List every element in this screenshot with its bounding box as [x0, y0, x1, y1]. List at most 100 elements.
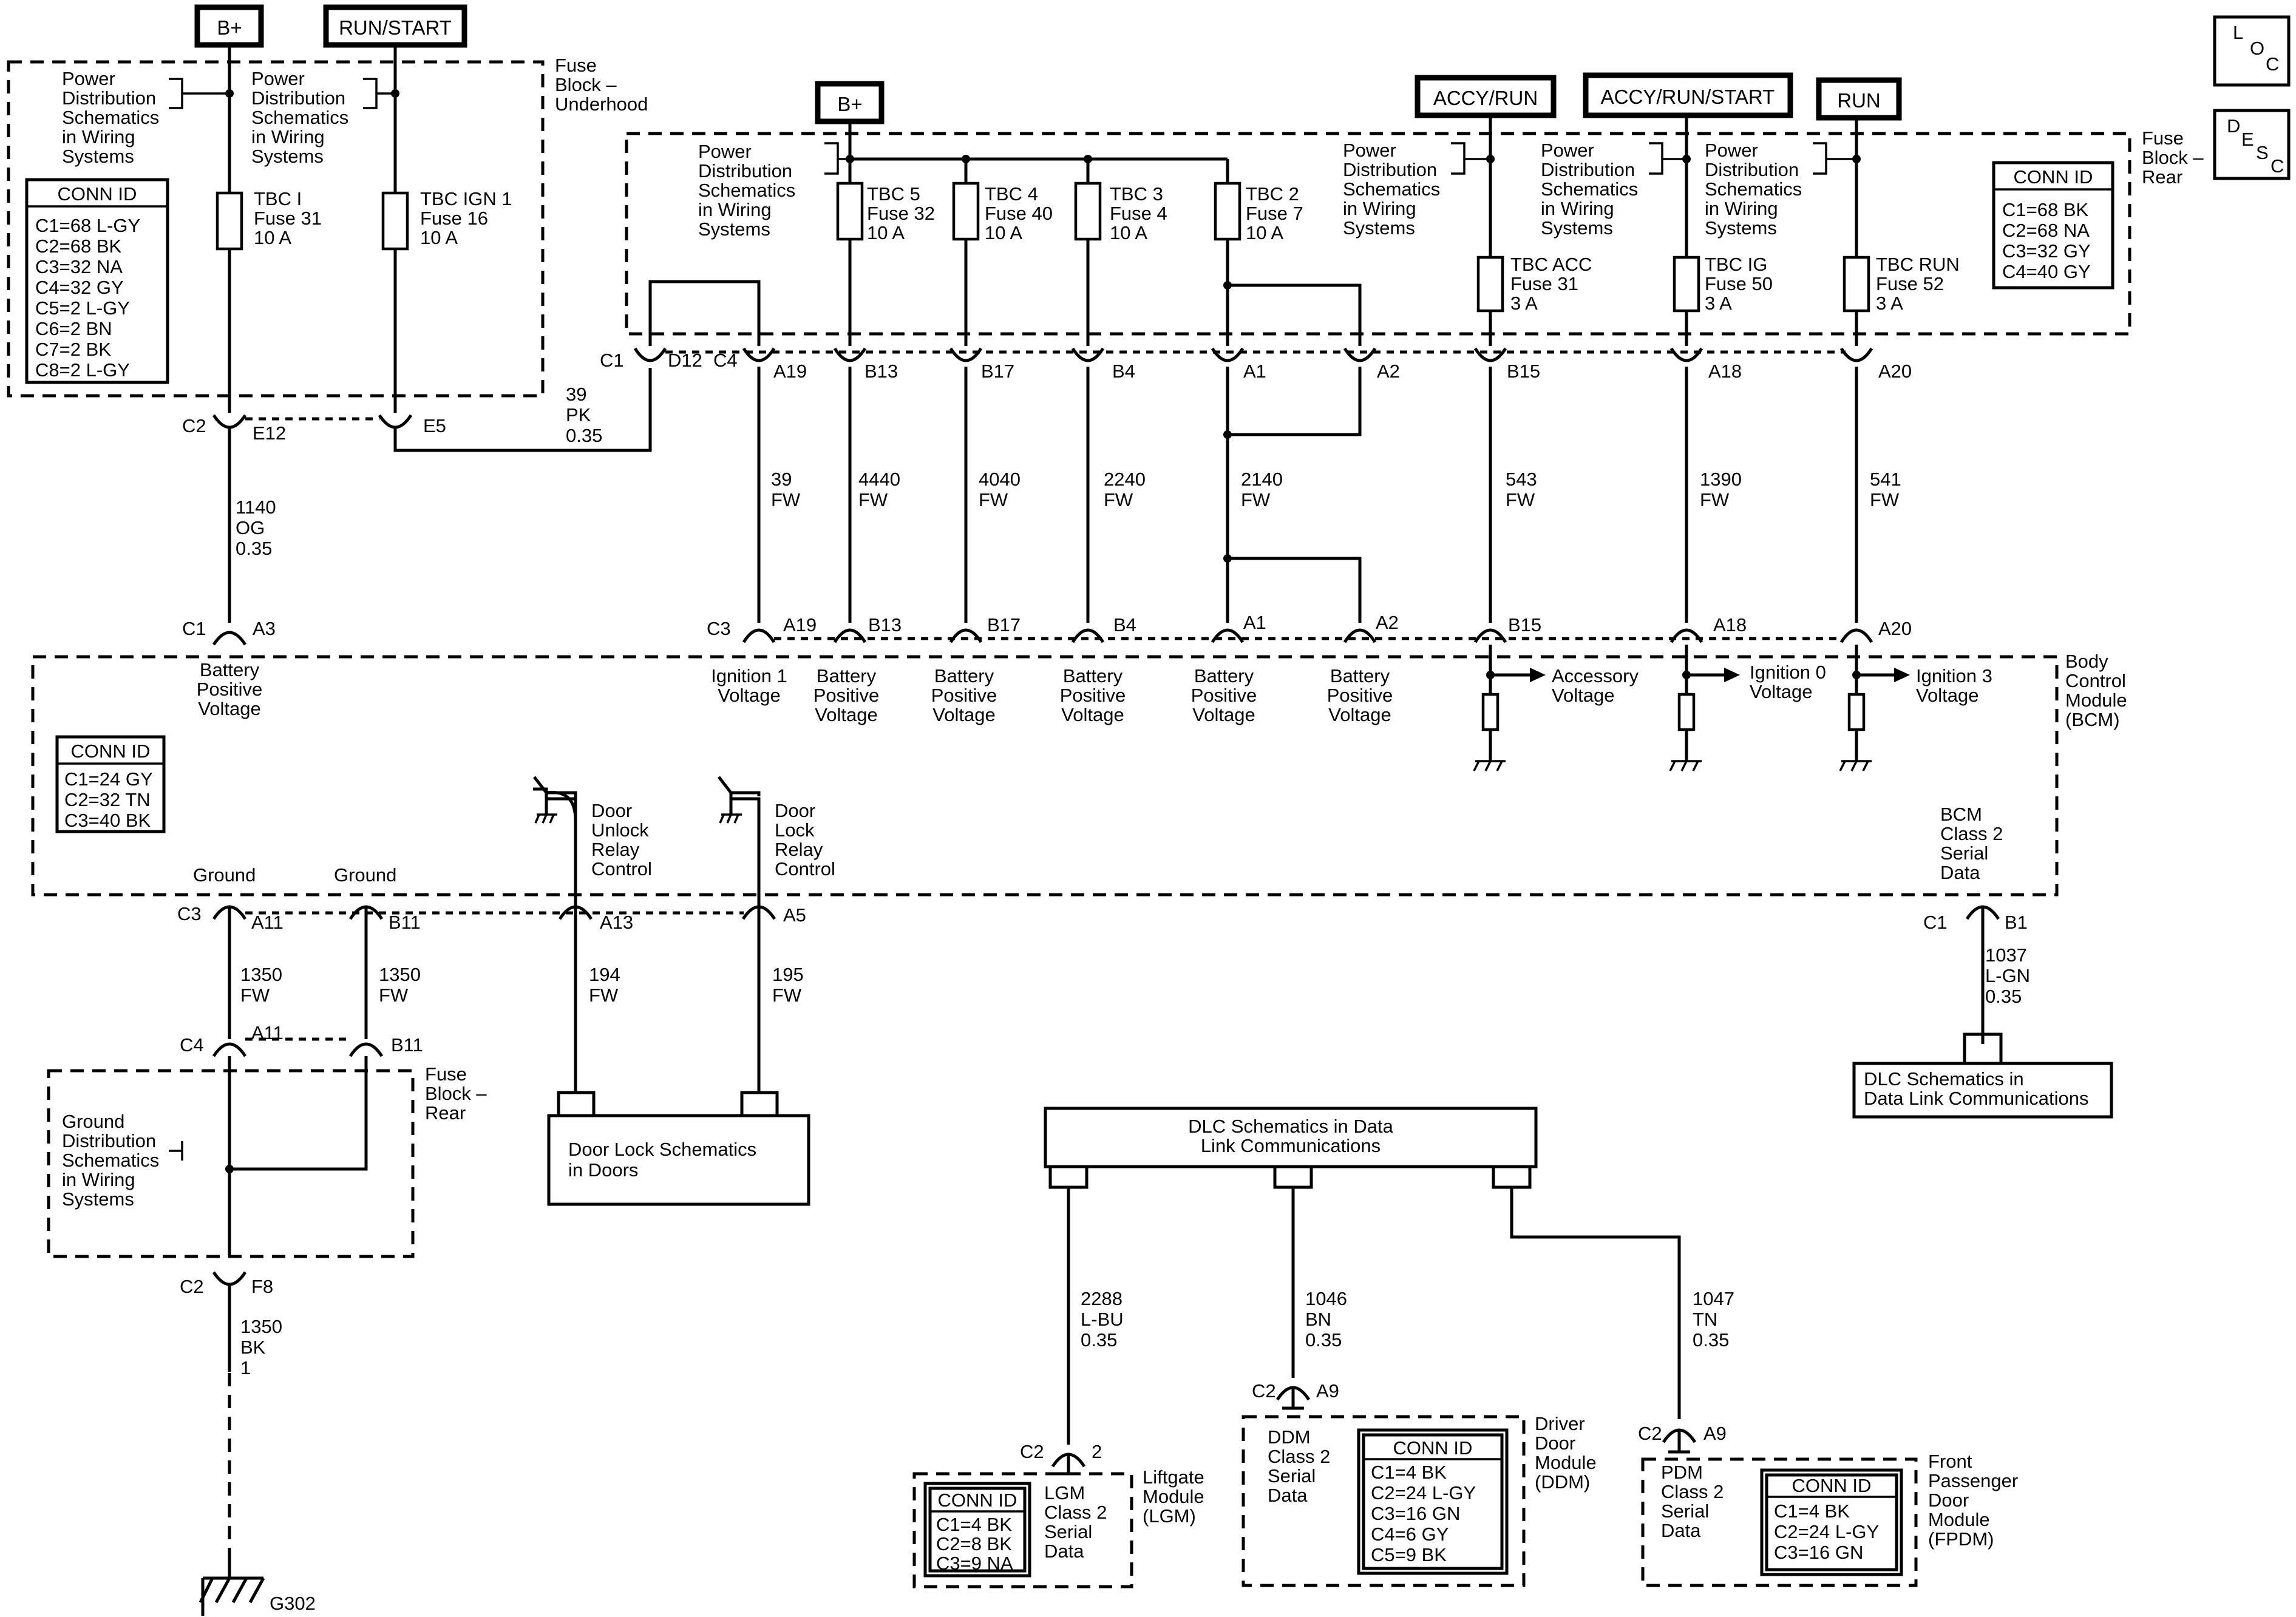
- svg-text:Lock: Lock: [775, 819, 815, 841]
- svg-text:Body: Body: [2065, 651, 2108, 672]
- svg-text:Door: Door: [591, 800, 632, 821]
- svg-text:Schematics: Schematics: [62, 107, 159, 128]
- svg-text:L-BU: L-BU: [1081, 1309, 1124, 1330]
- connector-c4-lower: C4 A11 B11: [180, 1022, 423, 1057]
- svg-text:Unlock: Unlock: [591, 819, 649, 841]
- svg-text:Battery: Battery: [1063, 665, 1123, 686]
- svg-text:Module: Module: [1143, 1486, 1204, 1507]
- svg-text:Voltage: Voltage: [1552, 685, 1614, 706]
- svg-text:C6=2 BN: C6=2 BN: [35, 318, 112, 339]
- svg-text:in Wiring: in Wiring: [1705, 198, 1778, 219]
- svg-text:ACCY/RUN: ACCY/RUN: [1433, 87, 1538, 109]
- svg-text:TBC 5: TBC 5: [867, 183, 920, 205]
- svg-text:Module: Module: [1928, 1509, 1990, 1530]
- svg-text:39: 39: [771, 469, 792, 490]
- svg-text:C4: C4: [713, 350, 738, 371]
- fuse-tbc-ign-1: TBC IGN 1 Fuse 16 10 A: [381, 188, 512, 251]
- svg-text:1350: 1350: [379, 964, 421, 985]
- loc-box[interactable]: L O C: [2213, 15, 2291, 87]
- door-unlock-relay: Door Unlock Relay Control: [533, 776, 652, 908]
- svg-text:A11: A11: [251, 912, 284, 933]
- svg-text:C2: C2: [1638, 1423, 1662, 1444]
- svg-text:A9: A9: [1316, 1380, 1339, 1402]
- svg-text:FW: FW: [1241, 489, 1271, 510]
- svg-text:Power: Power: [62, 68, 115, 89]
- svg-text:S: S: [2256, 142, 2269, 163]
- svg-text:C2=68 NA: C2=68 NA: [2002, 220, 2090, 241]
- svg-text:DDM: DDM: [1268, 1426, 1311, 1448]
- svg-text:C8=2 L-GY: C8=2 L-GY: [35, 359, 130, 381]
- svg-text:C2: C2: [1020, 1441, 1044, 1462]
- svg-text:A19: A19: [783, 614, 817, 636]
- svg-text:B15: B15: [1508, 614, 1541, 636]
- svg-text:Positive: Positive: [1327, 685, 1393, 706]
- svg-text:Control: Control: [775, 858, 835, 880]
- dlc-link-ref-large[interactable]: DLC Schematics in Data Link Communicatio…: [1044, 1107, 1538, 1189]
- svg-text:2: 2: [1092, 1441, 1102, 1462]
- svg-text:A2: A2: [1376, 612, 1399, 633]
- svg-text:C3=40 BK: C3=40 BK: [64, 810, 151, 831]
- svg-text:Positive: Positive: [813, 685, 880, 706]
- svg-text:C1=4 BK: C1=4 BK: [1371, 1462, 1447, 1483]
- svg-text:543: 543: [1506, 469, 1537, 490]
- svg-text:FW: FW: [589, 985, 619, 1006]
- svg-text:4040: 4040: [979, 469, 1021, 490]
- svg-text:Voltage: Voltage: [1750, 681, 1812, 702]
- svg-text:(LGM): (LGM): [1143, 1505, 1196, 1527]
- svg-text:C2=24 L-GY: C2=24 L-GY: [1774, 1521, 1879, 1542]
- svg-text:C1: C1: [182, 618, 206, 639]
- svg-text:Battery: Battery: [934, 665, 994, 686]
- svg-text:Ignition 0: Ignition 0: [1750, 662, 1826, 683]
- svg-text:Schematics: Schematics: [251, 107, 348, 128]
- desc-box[interactable]: D E S C: [2213, 109, 2291, 180]
- svg-text:C1=68 L-GY: C1=68 L-GY: [35, 215, 140, 236]
- svg-text:2140: 2140: [1241, 469, 1283, 490]
- supply-run: RUN: [1816, 77, 1902, 121]
- svg-text:FW: FW: [240, 985, 270, 1006]
- door-lock-schematics-link[interactable]: Door Lock Schematics in Doors: [547, 1091, 810, 1206]
- svg-text:Fuse: Fuse: [555, 55, 597, 76]
- svg-text:541: 541: [1870, 469, 1901, 490]
- connector-bcm-c1-b1: C1 B1: [1923, 905, 2028, 933]
- svg-text:G302: G302: [270, 1593, 316, 1614]
- svg-text:A19: A19: [773, 361, 807, 382]
- svg-text:Schematics: Schematics: [1705, 178, 1802, 200]
- svg-text:E12: E12: [253, 422, 286, 444]
- svg-text:A20: A20: [1878, 618, 1912, 639]
- svg-text:B17: B17: [987, 614, 1021, 636]
- svg-text:CONN ID: CONN ID: [938, 1490, 1017, 1511]
- supply-run-start: RUN/START: [323, 4, 467, 48]
- svg-text:FW: FW: [1700, 489, 1730, 510]
- svg-text:Systems: Systems: [698, 219, 770, 240]
- svg-text:A11: A11: [251, 1022, 284, 1043]
- svg-text:Voltage: Voltage: [198, 698, 260, 719]
- svg-text:Systems: Systems: [1705, 217, 1777, 239]
- svg-text:Systems: Systems: [1343, 217, 1415, 239]
- svg-text:E5: E5: [423, 415, 446, 436]
- svg-text:B11: B11: [391, 1034, 423, 1056]
- svg-text:Control: Control: [2065, 670, 2126, 691]
- svg-text:CONN ID: CONN ID: [2014, 166, 2093, 188]
- svg-text:FW: FW: [379, 985, 409, 1006]
- svg-text:Accessory: Accessory: [1552, 665, 1639, 686]
- svg-text:Schematics: Schematics: [1343, 178, 1440, 200]
- svg-text:Class 2: Class 2: [1268, 1446, 1330, 1467]
- svg-text:C3=9 NA: C3=9 NA: [936, 1553, 1013, 1574]
- svg-text:(FPDM): (FPDM): [1928, 1528, 1994, 1550]
- svg-text:Voltage: Voltage: [1328, 704, 1391, 725]
- svg-text:Front: Front: [1928, 1451, 1972, 1472]
- svg-text:Door: Door: [1535, 1432, 1575, 1454]
- dlc-link-ref-small[interactable]: DLC Schematics in Data Link Communicatio…: [1852, 1032, 2113, 1119]
- svg-text:Voltage: Voltage: [1192, 704, 1255, 725]
- wire-39-pk: [393, 368, 652, 452]
- svg-text:10 A: 10 A: [985, 222, 1022, 243]
- svg-text:D12: D12: [668, 350, 702, 371]
- svg-text:Fuse: Fuse: [425, 1063, 467, 1085]
- svg-text:C7=2 BK: C7=2 BK: [35, 339, 111, 360]
- svg-text:RUN/START: RUN/START: [339, 16, 452, 39]
- svg-text:Class 2: Class 2: [1661, 1481, 1724, 1502]
- svg-text:Fuse 4: Fuse 4: [1110, 203, 1167, 224]
- svg-text:194: 194: [589, 964, 620, 985]
- svg-text:Power: Power: [251, 68, 305, 89]
- svg-text:TBC ACC: TBC ACC: [1510, 254, 1592, 275]
